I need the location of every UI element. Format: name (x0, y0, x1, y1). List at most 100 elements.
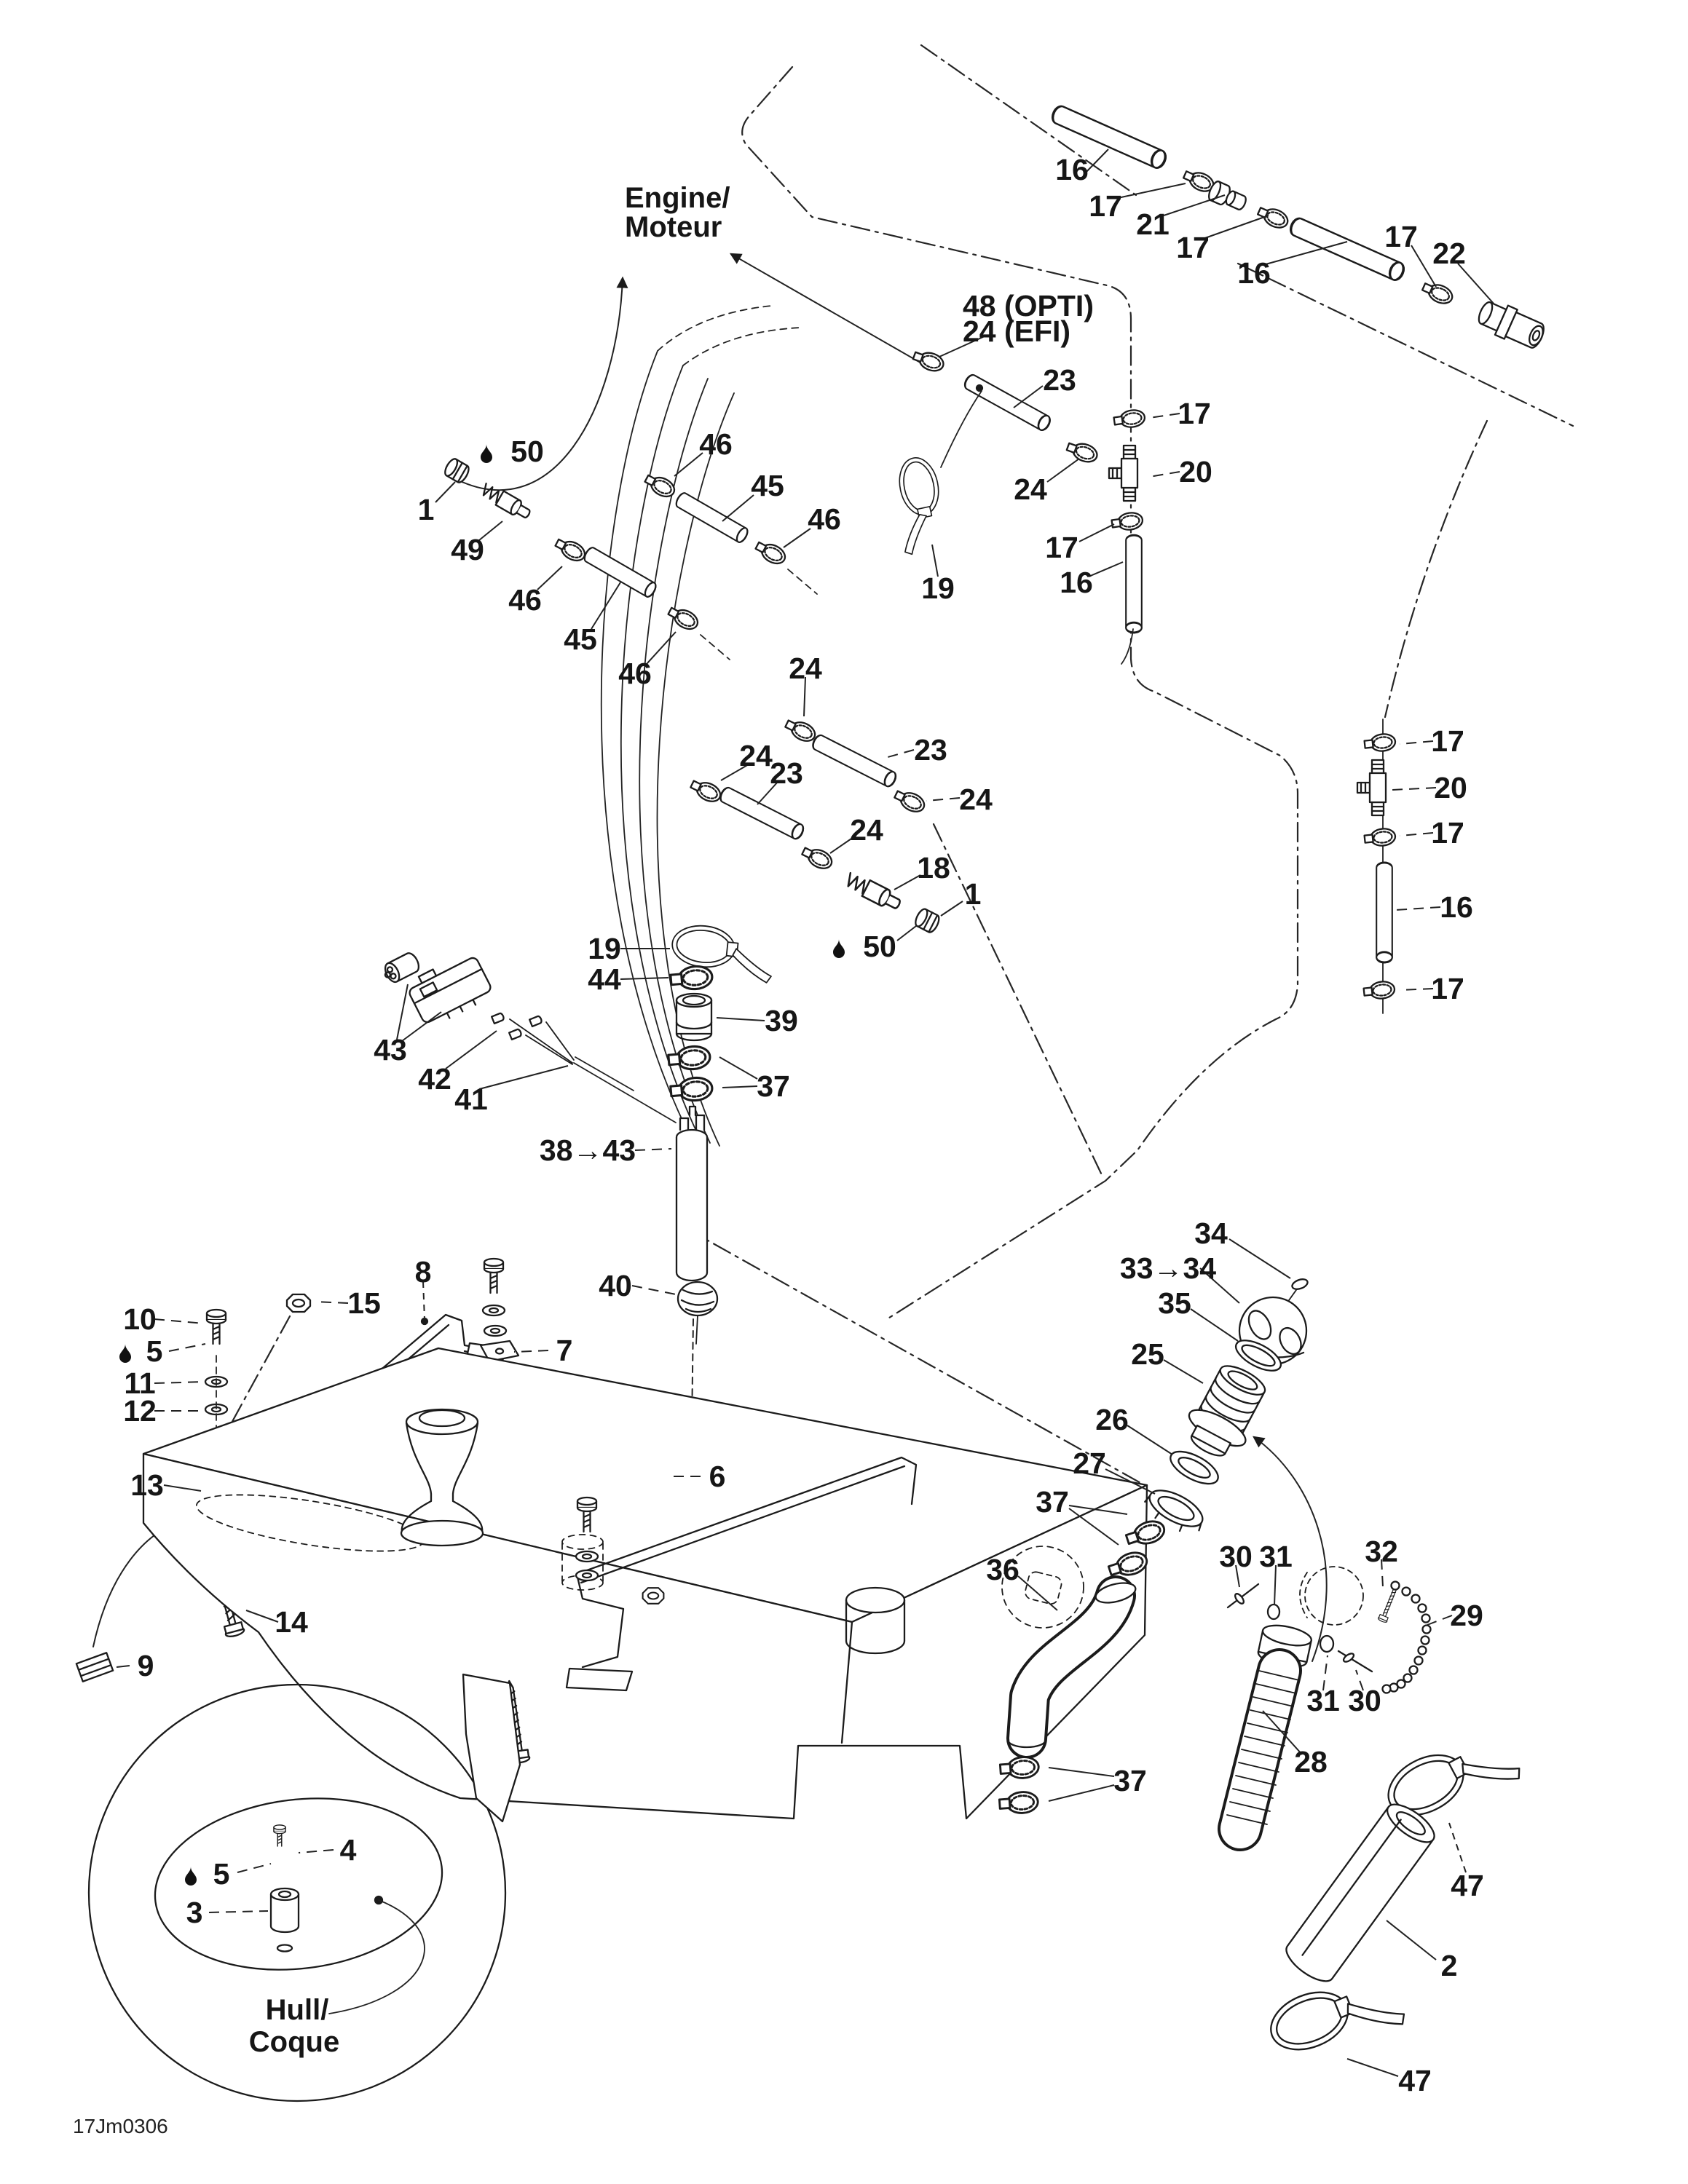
leader-line (1386, 1920, 1437, 1961)
leader-line (940, 901, 963, 917)
part-label: 23 (1043, 363, 1076, 397)
engine-label-line2: Moteur (625, 211, 722, 243)
leader-line (422, 1281, 425, 1320)
wiring-connector-assembly (384, 952, 575, 1065)
leader-line (1392, 787, 1437, 791)
part-label: 1 (418, 493, 435, 526)
part-label: 37 (1113, 1764, 1147, 1797)
filler-hose-assembly (998, 1516, 1169, 1816)
leader-line (1068, 1508, 1119, 1546)
part-label: 35 (1158, 1286, 1191, 1320)
leader-line (445, 1030, 497, 1069)
vent-line-assembly-right (1356, 719, 1397, 1014)
part-label: 25 (1131, 1337, 1164, 1371)
cable-tie-19 (886, 454, 952, 556)
leader-line (1117, 183, 1186, 199)
part-label: 17 (1431, 816, 1464, 850)
leader-line (1068, 1505, 1128, 1515)
shim-9 (75, 1652, 114, 1682)
part-label: 10 (123, 1302, 157, 1336)
part-label: 17 (1384, 220, 1418, 253)
part-label: 20 (1179, 455, 1212, 488)
leader-line (1448, 1822, 1467, 1873)
leader-line (1088, 561, 1124, 577)
hull-inset (87, 1673, 521, 2102)
part-label: 31 (1259, 1540, 1293, 1573)
part-label: 7 (556, 1334, 573, 1367)
part-label: 17 (1045, 531, 1078, 564)
leader-line (537, 566, 563, 590)
part-label: 40 (599, 1269, 632, 1302)
part-label: 16 (1055, 153, 1089, 186)
drawing-code: 17Jm0306 (73, 2115, 168, 2137)
part-label: 24 (850, 813, 883, 847)
part-label: 11 (124, 1366, 155, 1400)
part-label: 5 (213, 1857, 230, 1891)
part-label: 23 (914, 733, 947, 767)
part-label: 22 (1432, 237, 1466, 270)
leader-line (722, 494, 754, 522)
filler-neck-25 (1188, 1365, 1266, 1457)
part-label: 21 (1136, 207, 1170, 241)
part-label: 17 (1176, 231, 1210, 264)
part-label: 42 (418, 1062, 451, 1096)
part-label: 12 (123, 1394, 157, 1428)
leader-line (1199, 1267, 1240, 1304)
fuel-fitting-22 (1478, 301, 1545, 349)
leader-line (1228, 1238, 1291, 1279)
leader-line (926, 797, 961, 802)
part-label: 27 (1073, 1447, 1106, 1480)
leader-line (245, 1610, 279, 1623)
part-label: 50 (510, 435, 544, 468)
leader-line (1381, 1559, 1384, 1588)
leader-line (674, 452, 703, 477)
part-label: 30 (1219, 1540, 1253, 1573)
part-label: 15 (347, 1286, 381, 1320)
part-label: 37 (757, 1069, 790, 1103)
leader-line (396, 984, 409, 1040)
part-label: 31 (1306, 1684, 1340, 1717)
leader-line (646, 631, 677, 665)
part-label: 17 (1178, 397, 1211, 430)
leader-line (1048, 1767, 1115, 1777)
leader-line (1046, 458, 1080, 483)
neck-nut-27 (1144, 1489, 1204, 1532)
leader-line (591, 582, 621, 630)
strainer-40 (677, 1281, 719, 1345)
leader-line (882, 749, 915, 759)
leader-line (1427, 1615, 1453, 1626)
hull-label-line2: Coque (249, 2026, 339, 2058)
part-label: 38→43 (540, 1133, 636, 1167)
part-label: 17 (1431, 972, 1464, 1005)
leader-line (401, 1011, 442, 1042)
drain-pin-30-lower (1337, 1650, 1373, 1673)
leader-line (1265, 241, 1348, 265)
leader-line (478, 1065, 569, 1090)
part-label: 18 (917, 851, 950, 885)
leader-line (896, 925, 917, 941)
part-label: 47 (1398, 2064, 1432, 2097)
part-label: 48 (OPTI) (963, 289, 1094, 323)
leader-lines-layer (116, 149, 1495, 2077)
part-label: 47 (1451, 1869, 1484, 1902)
part-label: 49 (451, 533, 484, 566)
part-label: 23 (770, 756, 803, 790)
terminal-pins-42 (490, 1012, 575, 1065)
leader-line (829, 836, 854, 854)
coupler-sleeve-39 (675, 992, 713, 1042)
leader-line (1163, 194, 1226, 216)
screw-4 (273, 1824, 286, 1847)
tank-strap-rear (499, 1456, 918, 1765)
leader-line (716, 1017, 765, 1021)
part-label: 32 (1365, 1535, 1398, 1568)
leader-line (1399, 832, 1434, 836)
leader-line (1322, 1655, 1328, 1691)
leader-line (757, 781, 778, 805)
leader-line (154, 1381, 206, 1384)
check-valve-21 (1208, 181, 1247, 210)
leader-line (298, 1849, 334, 1853)
part-label: 6 (709, 1460, 726, 1493)
oil-droplet-icon (185, 1867, 197, 1886)
fuel-line-routing-curves (600, 305, 802, 1147)
part-label: 26 (1095, 1403, 1129, 1436)
